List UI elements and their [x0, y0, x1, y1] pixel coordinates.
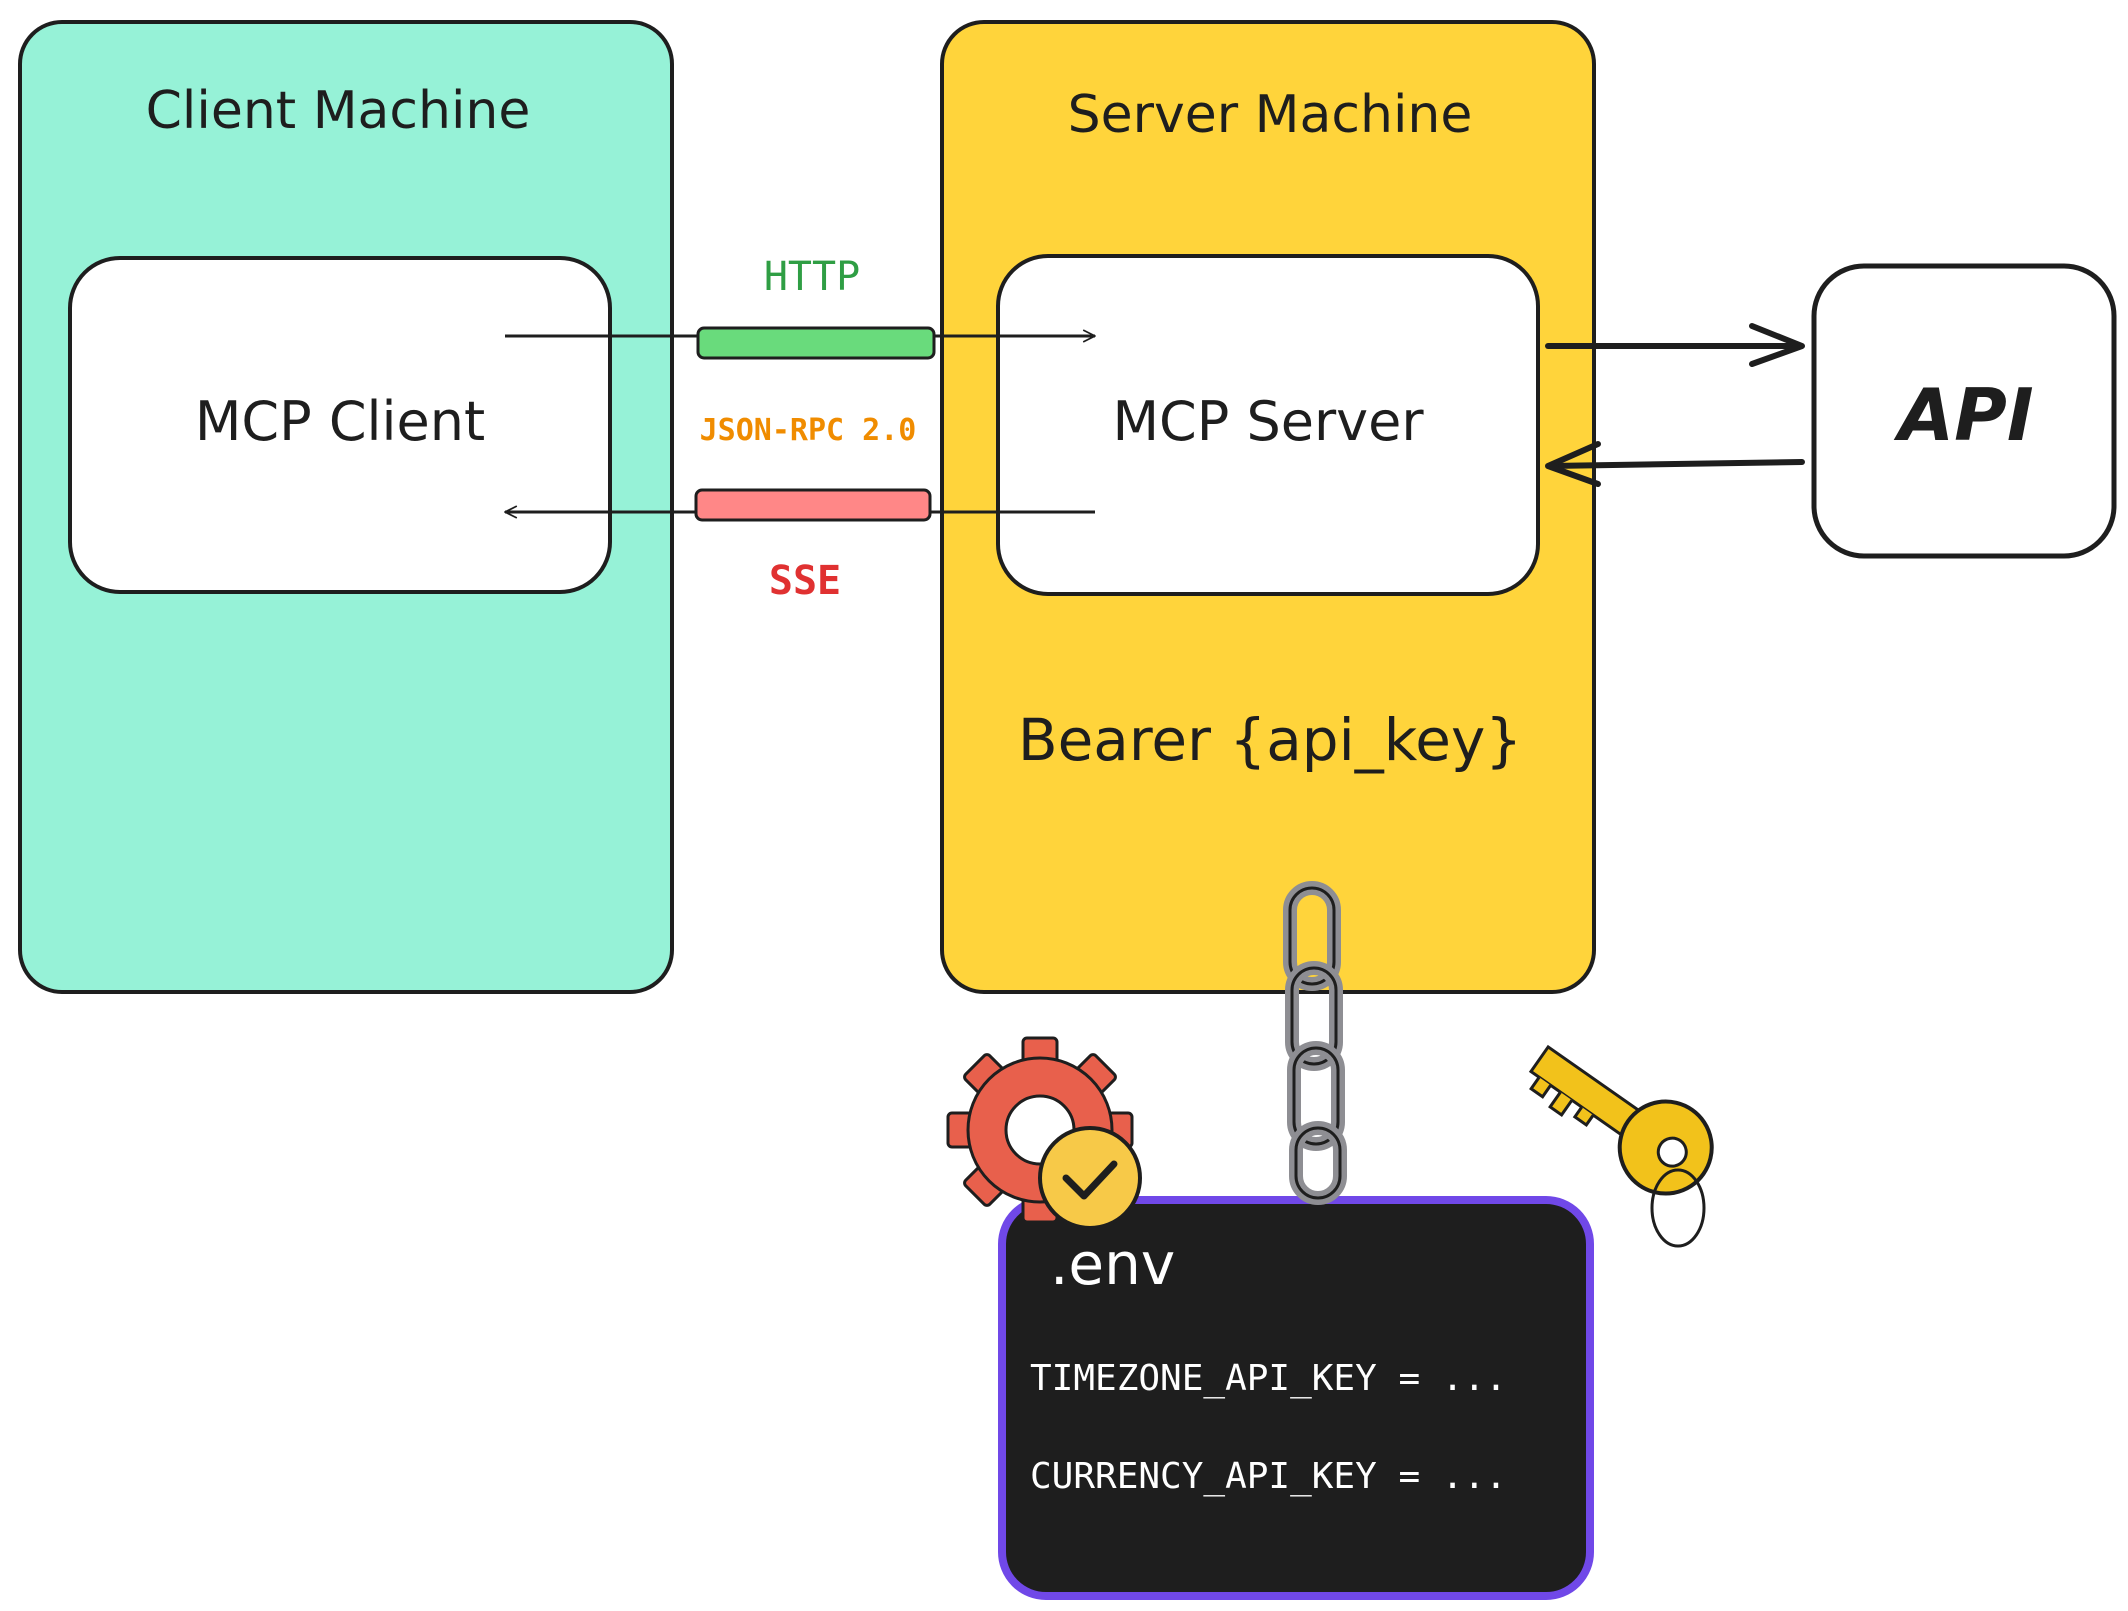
chain-icon	[1283, 881, 1347, 1205]
api-to-server-arrow	[1545, 441, 1805, 487]
mcp-server-box: MCP Server	[996, 254, 1540, 596]
client-machine-title: Client Machine	[146, 81, 531, 141]
sse-response-arrow: SSE	[504, 488, 1095, 604]
env-line-timezone: TIMEZONE_API_KEY = ...	[1030, 1358, 1507, 1399]
mcp-server-label: MCP Server	[1112, 390, 1424, 453]
bearer-auth-label: Bearer {api_key}	[1018, 706, 1522, 774]
env-file-box: .env TIMEZONE_API_KEY = ... CURRENCY_API…	[998, 1196, 1594, 1600]
http-request-arrow: HTTP	[505, 254, 1096, 360]
server-machine-title: Server Machine	[1068, 85, 1473, 145]
env-file-title: .env	[1050, 1230, 1175, 1298]
env-line-currency: CURRENCY_API_KEY = ...	[1030, 1456, 1507, 1497]
gear-check-icon	[946, 1036, 1142, 1230]
mcp-client-box: MCP Client	[68, 256, 612, 594]
api-label: API	[1893, 373, 2033, 457]
json-rpc-label: JSON-RPC 2.0	[700, 413, 917, 448]
api-box: API	[1811, 263, 2117, 559]
server-to-api-arrow	[1545, 323, 1805, 367]
key-icon	[1528, 1044, 1714, 1248]
http-label: HTTP	[764, 254, 860, 300]
sse-label: SSE	[769, 558, 841, 604]
mcp-client-label: MCP Client	[195, 390, 485, 453]
